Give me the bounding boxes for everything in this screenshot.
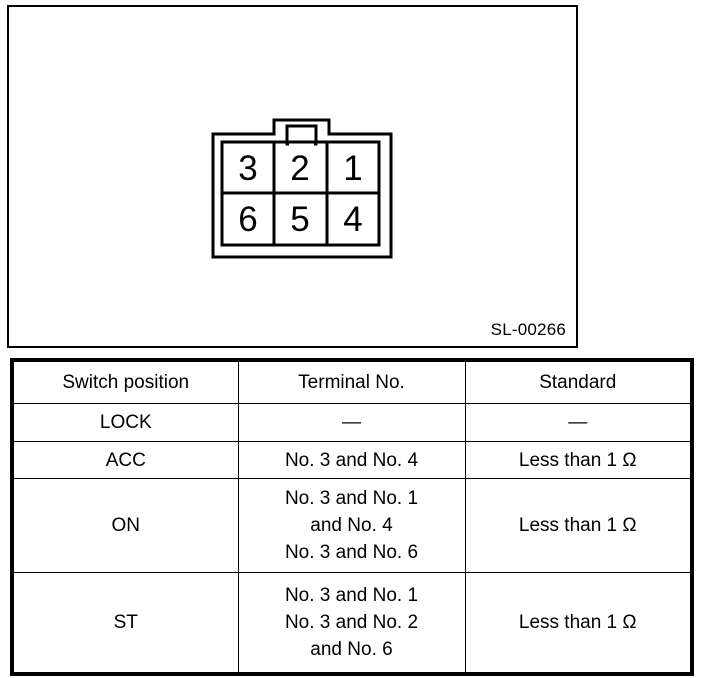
tab-mask [289,140,314,148]
pin-label-4: 4 [343,200,363,239]
connector-svg [211,118,393,259]
table-row: ACC No. 3 and No. 4 Less than 1 Ω [11,441,693,479]
cell-standard: Less than 1 Ω [464,441,693,479]
pin-label-5: 5 [290,200,310,239]
cell-switch-position: ACC [11,441,239,479]
switch-continuity-table: Switch position Terminal No. Standard LO… [10,358,694,676]
cell-terminal-no: No. 3 and No. 4 [237,441,466,479]
cell-standard: — [464,403,693,442]
column-header-standard: Standard [464,359,693,404]
pin-label-6: 6 [238,200,258,239]
pin-label-1: 1 [343,149,363,188]
connector-outer-shell [211,118,393,259]
column-header-terminal-no: Terminal No. [237,359,466,404]
cell-standard: Less than 1 Ω [464,572,693,675]
column-header-switch-position: Switch position [11,359,239,404]
cell-switch-position: LOCK [11,403,239,442]
cell-terminal-no: — [237,403,466,442]
pin-label-2: 2 [290,149,310,188]
table-row: ON No. 3 and No. 1 and No. 4 No. 3 and N… [11,478,693,573]
cell-switch-position: ST [11,572,239,675]
figure-reference-code: SL-00266 [490,320,566,339]
table-header-row: Switch position Terminal No. Standard [11,359,693,404]
cell-terminal-no: No. 3 and No. 1 No. 3 and No. 2 and No. … [237,572,466,675]
table-row: ST No. 3 and No. 1 No. 3 and No. 2 and N… [11,572,693,675]
cell-standard: Less than 1 Ω [464,478,693,573]
table-row: LOCK — — [11,403,693,442]
pin-label-3: 3 [238,149,258,188]
cell-switch-position: ON [11,478,239,573]
figure-panel: 3 2 1 6 5 4 SL-00266 [7,5,578,348]
cell-terminal-no: No. 3 and No. 1 and No. 4 No. 3 and No. … [237,478,466,573]
connector-diagram: 3 2 1 6 5 4 [205,112,395,262]
